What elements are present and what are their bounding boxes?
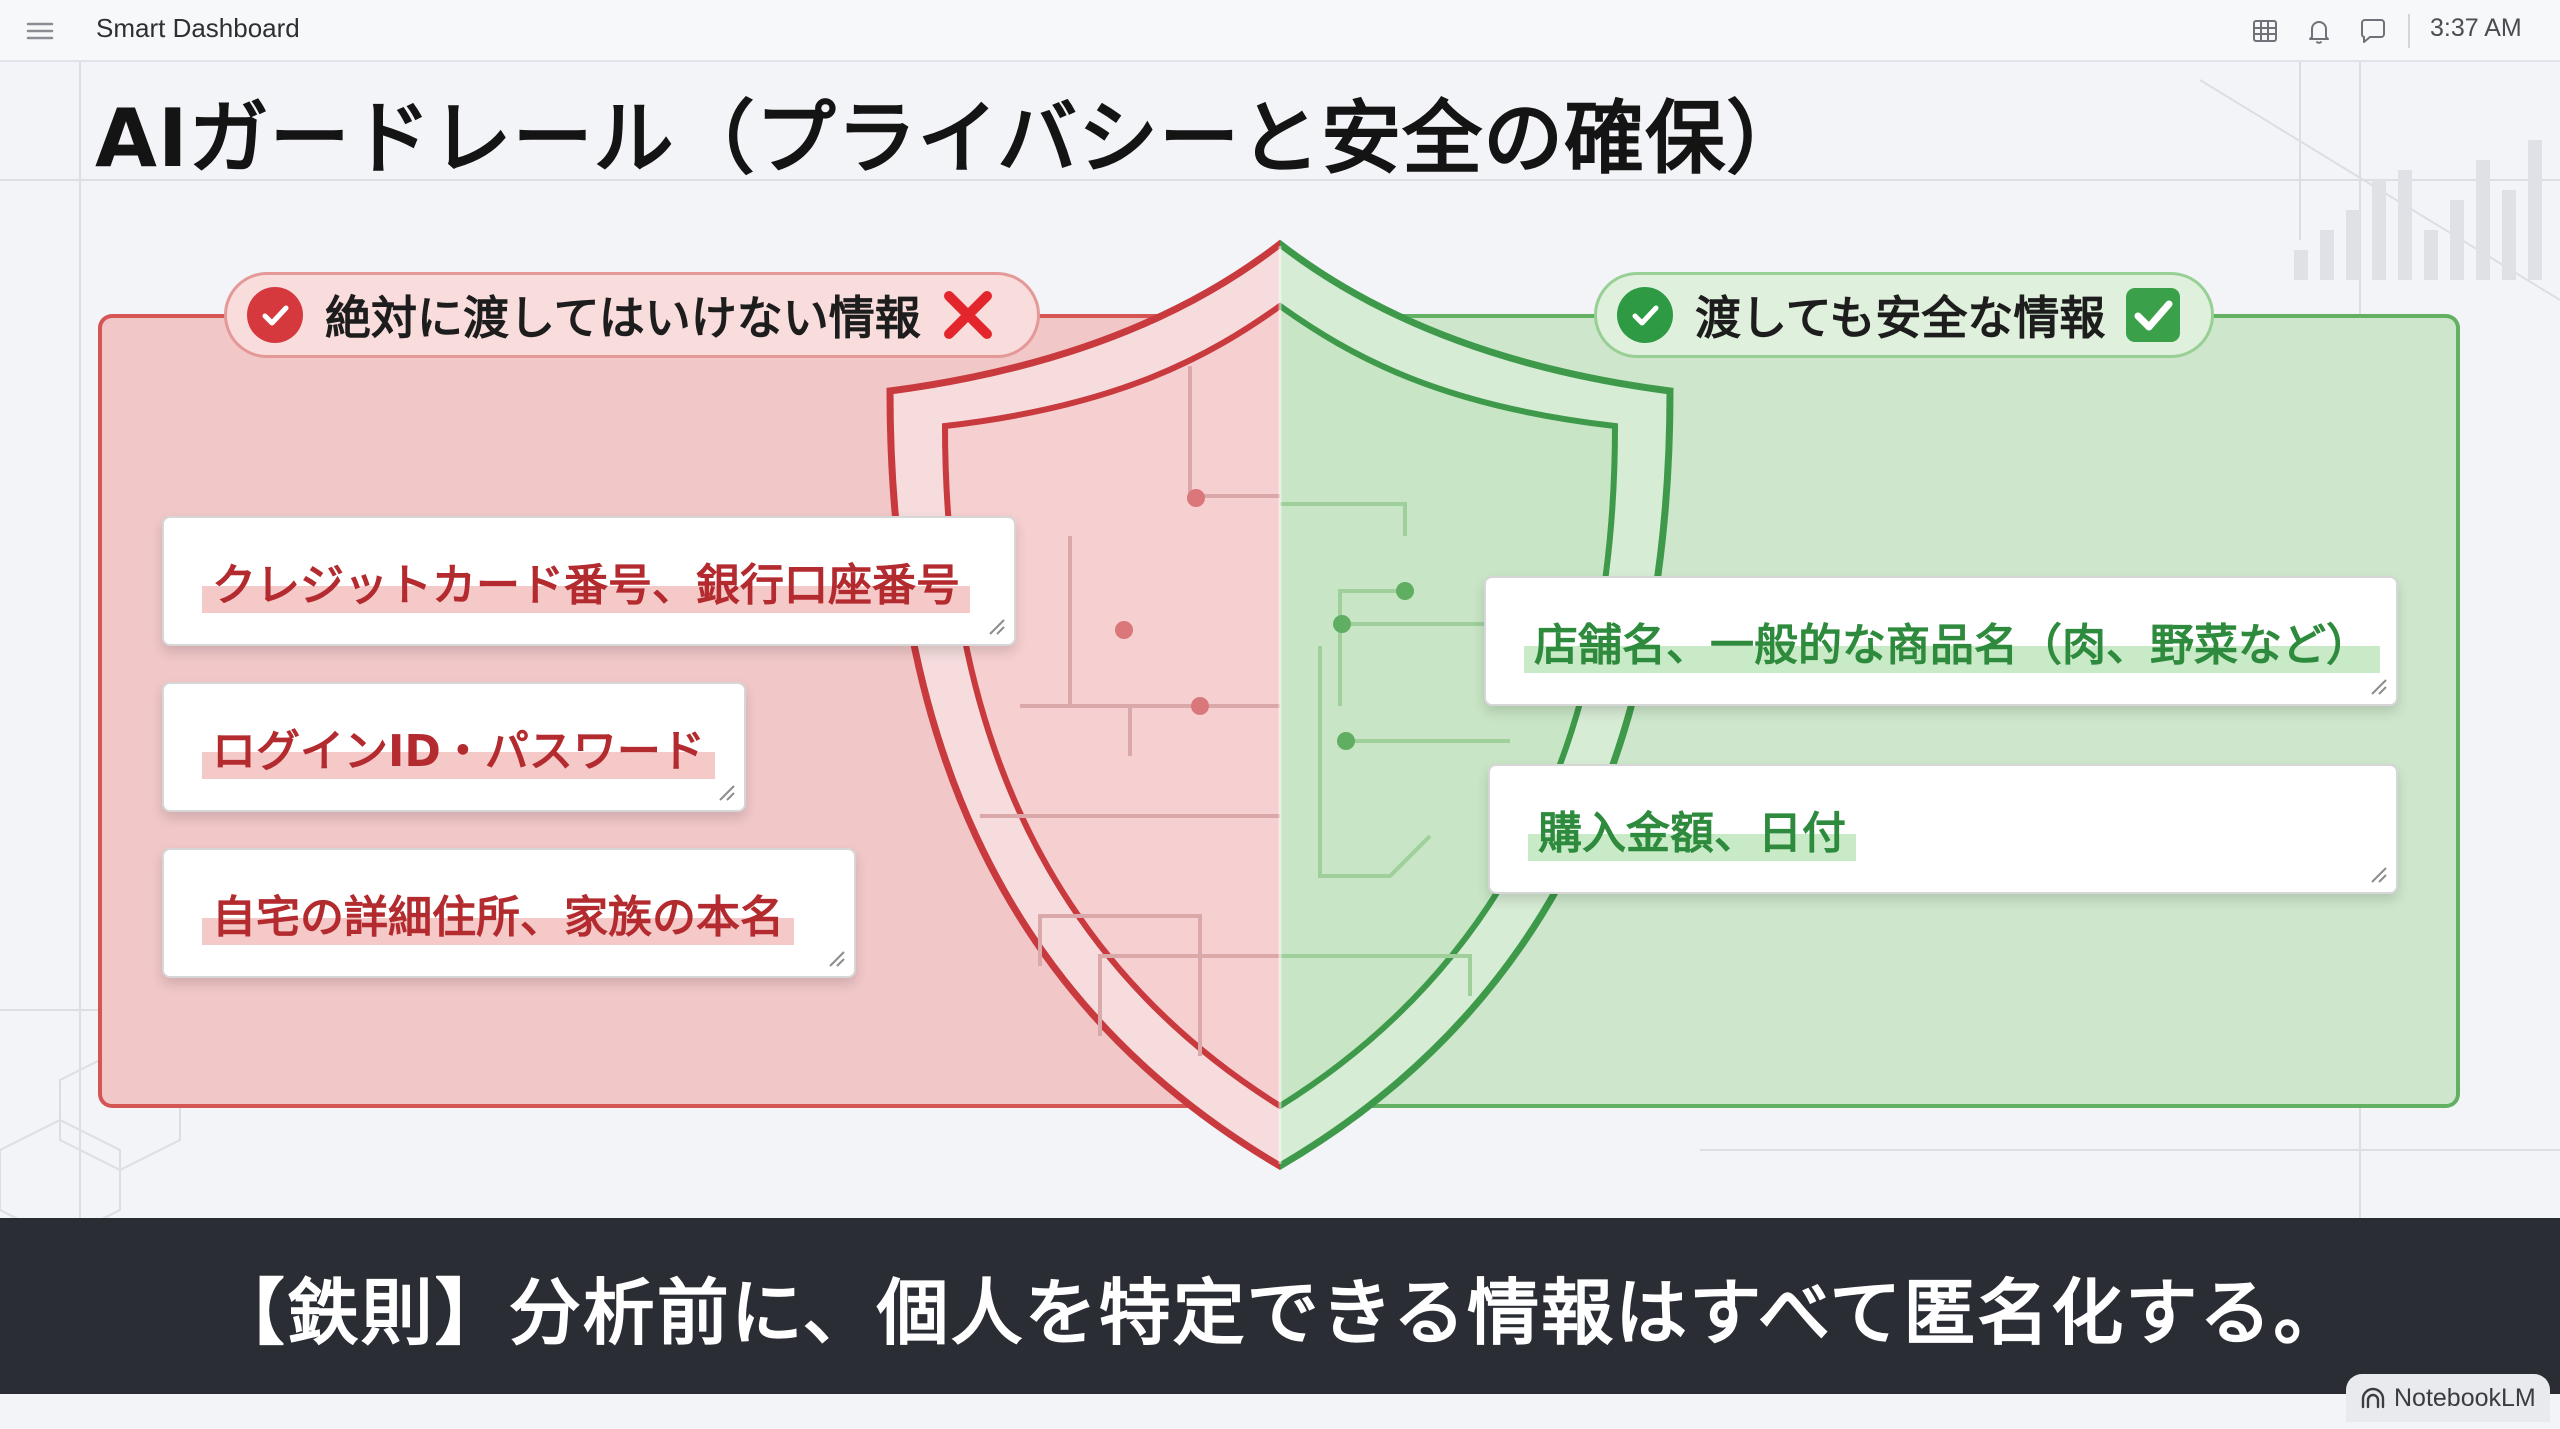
safe-item-label: 店舗名、一般的な商品名（肉、野菜など） bbox=[1524, 609, 2380, 673]
unsafe-item-card: 自宅の詳細住所、家族の本名 bbox=[162, 848, 856, 978]
unsafe-item-label: 自宅の詳細住所、家族の本名 bbox=[202, 881, 794, 945]
safe-header: 渡しても安全な情報 bbox=[1594, 272, 2214, 358]
unsafe-item-card: クレジットカード番号、銀行口座番号 bbox=[162, 516, 1016, 646]
topbar-divider bbox=[2408, 14, 2410, 48]
unsafe-header-label: 絶対に渡してはいけない情報 bbox=[325, 291, 921, 345]
resize-grip-icon bbox=[2371, 679, 2387, 695]
page-title: AIガードレール（プライバシーと安全の確保） bbox=[95, 92, 1808, 185]
rule-banner: 【鉄則】分析前に、個人を特定できる情報はすべて匿名化する。 bbox=[0, 1218, 2560, 1394]
clock: 3:37 AM bbox=[2430, 14, 2522, 42]
unsafe-item-card: ログインID・パスワード bbox=[162, 682, 746, 812]
safe-item-label: 購入金額、日付 bbox=[1528, 797, 1856, 861]
resize-grip-icon bbox=[719, 785, 735, 801]
unsafe-item-label: ログインID・パスワード bbox=[202, 715, 715, 779]
check-circle-icon bbox=[1617, 287, 1673, 343]
unsafe-header: 絶対に渡してはいけない情報 bbox=[224, 272, 1040, 358]
resize-grip-icon bbox=[829, 951, 845, 967]
notebooklm-logo-icon bbox=[2361, 1387, 2385, 1409]
notebooklm-badge: NotebookLM bbox=[2346, 1374, 2550, 1422]
check-box-icon bbox=[2123, 285, 2183, 345]
bell-icon[interactable] bbox=[2302, 14, 2336, 48]
shield-icon bbox=[886, 239, 1674, 1171]
notebooklm-label: NotebookLM bbox=[2394, 1383, 2536, 1412]
table-grid-icon[interactable] bbox=[2248, 14, 2282, 48]
safe-header-label: 渡しても安全な情報 bbox=[1695, 291, 2106, 345]
top-app-bar: Smart Dashboard 3:37 AM bbox=[0, 0, 2560, 62]
unsafe-item-label: クレジットカード番号、銀行口座番号 bbox=[202, 549, 970, 613]
safe-item-card: 店舗名、一般的な商品名（肉、野菜など） bbox=[1484, 576, 2398, 706]
check-circle-icon bbox=[247, 287, 303, 343]
app-title: Smart Dashboard bbox=[96, 13, 300, 43]
cross-mark-icon bbox=[939, 286, 997, 344]
rule-text: 【鉄則】分析前に、個人を特定できる情報はすべて匿名化する。 bbox=[212, 1270, 2348, 1355]
chat-bubble-icon[interactable] bbox=[2356, 14, 2390, 48]
menu-icon[interactable] bbox=[24, 15, 56, 47]
resize-grip-icon bbox=[2371, 867, 2387, 883]
safe-item-card: 購入金額、日付 bbox=[1488, 764, 2398, 894]
resize-grip-icon bbox=[989, 619, 1005, 635]
